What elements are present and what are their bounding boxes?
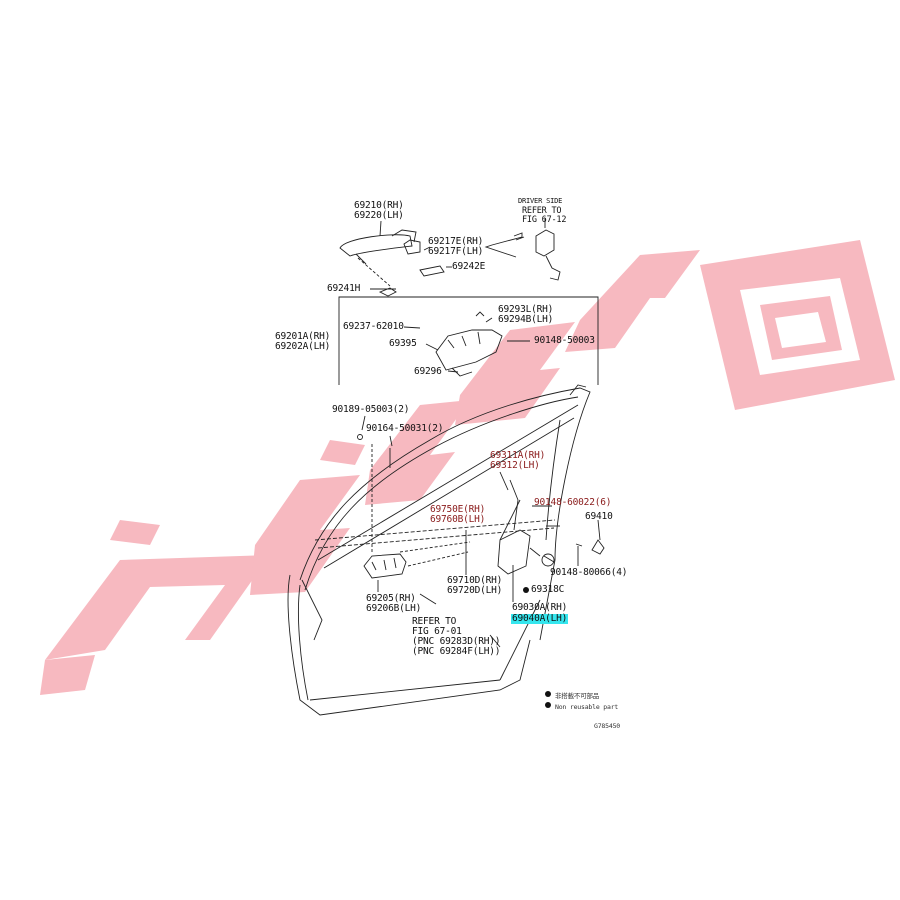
door-frame-icon: [287, 384, 591, 716]
refer-to-note: REFER TO: [522, 206, 562, 216]
pnc-69284-note: (PNC 69284F(LH)): [412, 646, 501, 657]
part-label-90189: 90189-05003(2): [332, 404, 410, 415]
part-label-69241H: 69241H: [327, 283, 361, 294]
part-label-69410: 69410: [585, 511, 613, 522]
illustration-code: G785450: [594, 722, 620, 730]
part-label-69318C: 69318C: [531, 584, 565, 595]
window-regulator-icon: [497, 479, 555, 575]
outside-handle-icon: [339, 229, 445, 297]
part-label-69217E: 69217E(RH): [428, 236, 484, 247]
part-label-69205: 69205(RH): [366, 593, 416, 604]
part-label-69206B: 69206B(LH): [366, 603, 422, 614]
part-label-69750E: 69750E(RH): [430, 504, 486, 515]
part-label-69720D: 69720D(LH): [447, 585, 503, 596]
part-label-69201A: 69201A(RH): [275, 331, 331, 342]
part-label-69237: 69237-62010: [343, 321, 404, 332]
part-label-69220: 69220(LH): [354, 210, 404, 221]
part-label-69242E: 69242E: [452, 261, 486, 272]
fig-67-01-note: FIG 67-01: [412, 626, 462, 637]
part-label-90164: 90164-50031(2): [366, 423, 444, 434]
refer-to-note-2: REFER TO: [412, 616, 457, 627]
part-label-90148-60022: 90148-60022(6): [534, 497, 612, 508]
part-label-69217F: 69217F(LH): [428, 246, 484, 257]
part-label-69312: 69312(LH): [490, 460, 540, 471]
part-label-90148-50003: 90148-50003: [534, 335, 595, 346]
lock-mechanism-icon: [435, 311, 503, 377]
part-label-69030A: 69030A(RH): [512, 602, 568, 613]
part-label-69710D: 69710D(RH): [447, 575, 503, 586]
part-label-69040A-highlighted: 69040A(LH): [511, 613, 569, 624]
part-label-69210: 69210(RH): [354, 200, 404, 211]
driver-side-note: DRIVER SIDE: [518, 197, 563, 205]
part-label-69202A: 69202A(LH): [275, 341, 331, 352]
inside-handle-icon: [363, 553, 407, 579]
lock-cylinder-icon: [535, 218, 561, 281]
fig-67-12-note: FIG 67-12: [522, 215, 567, 225]
part-label-69760B: 69760B(LH): [430, 514, 486, 525]
pnc-69283-note: (PNC 69283D(RH)): [412, 636, 501, 647]
part-label-69294B: 69294B(LH): [498, 314, 554, 325]
part-label-69395: 69395: [389, 338, 417, 349]
part-label-69293L: 69293L(RH): [498, 304, 554, 315]
part-label-69311A: 69311A(RH): [490, 450, 546, 461]
legend-non-reusable: Non reusable part: [555, 703, 619, 711]
legend-japanese: 非搭載不可部品: [555, 692, 600, 700]
part-label-90148-80066: 90148-80066(4): [550, 567, 628, 578]
part-label-69296: 69296: [414, 366, 442, 377]
